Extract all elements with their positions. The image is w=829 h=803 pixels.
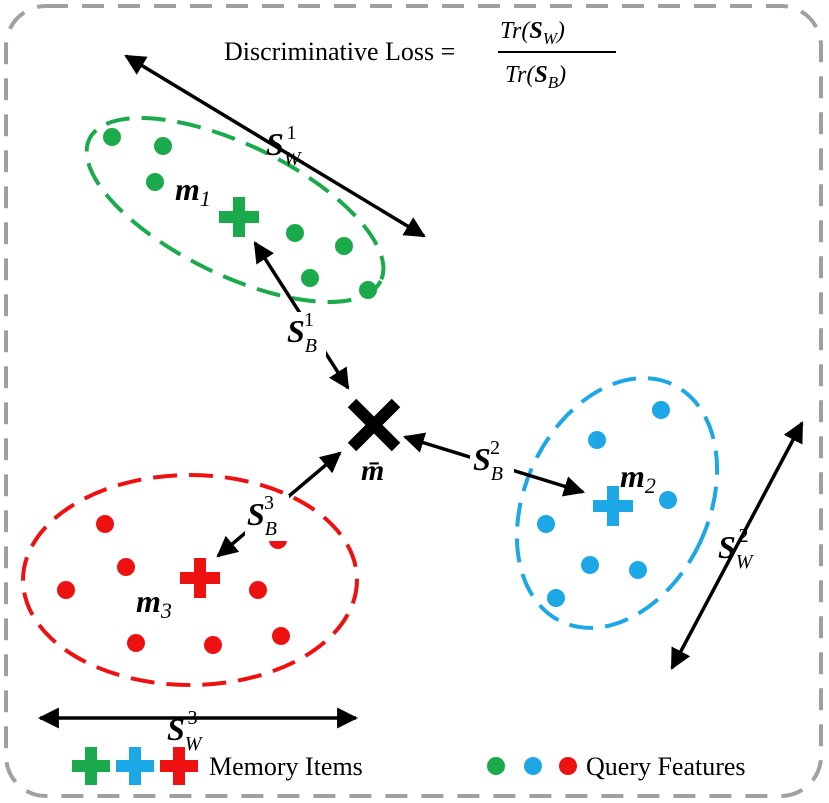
query-feature-dot [629,561,647,579]
cluster-ellipse-red [21,473,359,687]
legend-memory-items-icons [72,747,198,785]
query-feature-dot [286,224,304,242]
outer-border [4,4,823,798]
query-feature-dot [127,634,145,652]
query-feature-dot [359,281,377,299]
within-label-3: SW3 [167,707,204,755]
red-query-features [57,515,290,654]
query-feature-dot [588,431,606,449]
blue-query-features [537,401,677,607]
within-label-2: SW2 [718,525,755,573]
between-label-2: SB2 [473,437,503,485]
within-arrow-1 [124,54,426,238]
query-feature-dot [537,515,555,533]
legend-query-features-label: Query Features [586,752,746,781]
query-feature-dot [272,627,290,645]
query-feature-dot [301,269,319,287]
legend-memory-items-label: Memory Items [209,752,363,781]
center-label-m3: m3 [136,583,172,623]
memory-item-blue [593,486,633,526]
label-bg [470,440,514,486]
between-label-3: SB3 [247,492,277,540]
query-feature-dot [652,401,670,419]
title-denominator: Tr(SB) [505,62,566,92]
query-feature-dot [659,491,677,509]
global-mean-cross [347,398,401,452]
within-arrow-2 [670,421,804,670]
query-feature-dot [335,237,353,255]
legend-query-features-icons [487,757,577,775]
query-feature-dot [96,515,114,533]
global-mean-label: m̄ [361,454,384,487]
query-feature-dot [249,581,267,599]
center-label-m1: m1 [175,171,211,211]
within-label-1: SW1 [266,122,303,170]
memory-item-green [219,197,259,237]
query-feature-dot [146,173,164,191]
title-numerator: Tr(SW) [500,18,565,48]
center-label-m2: m2 [620,458,656,498]
query-feature-dot [581,556,599,574]
query-feature-dot [204,636,222,654]
label-bg [284,312,326,358]
title-label: Discriminative Loss = [224,37,455,66]
query-feature-dot [103,128,121,146]
between-label-1: SB1 [287,309,317,357]
label-bg [245,495,289,541]
query-feature-dot [117,558,135,576]
query-feature-dot [57,581,75,599]
query-feature-dot [154,137,172,155]
memory-item-red [180,558,220,598]
query-feature-dot [547,589,565,607]
